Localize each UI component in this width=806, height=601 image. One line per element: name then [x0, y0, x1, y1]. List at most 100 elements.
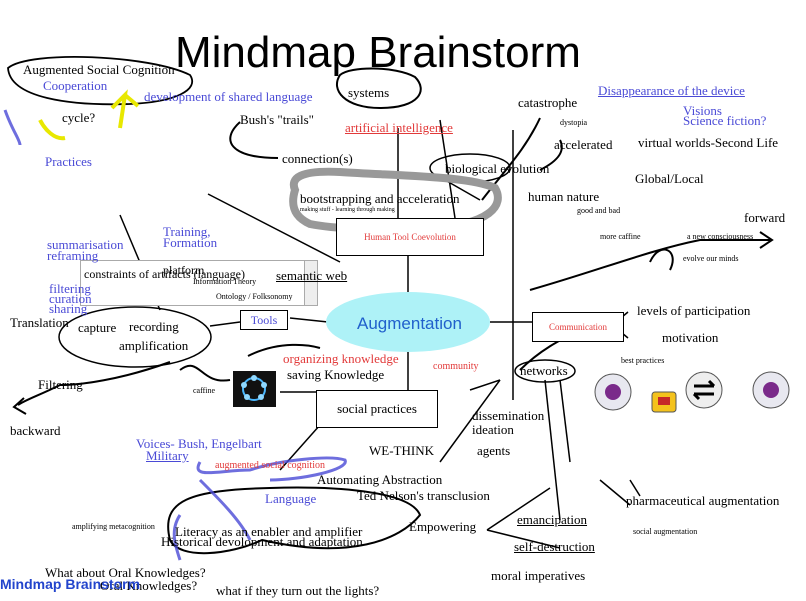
- listbox-item[interactable]: Ontology / Folksonomy: [216, 292, 293, 301]
- dissemination-label: dissemination: [472, 408, 545, 423]
- lights-label: what if they turn out the lights?: [216, 583, 380, 598]
- saving-knowledge-label: saving Knowledge: [287, 367, 385, 382]
- communication-box[interactable]: Communication: [532, 312, 624, 342]
- reframing-label: reframing: [47, 248, 99, 263]
- catastrophe-label: catastrophe: [518, 95, 578, 110]
- ideation-label: ideation: [472, 422, 514, 437]
- listbox-scrollbar[interactable]: [304, 261, 317, 305]
- language-label: Language: [265, 491, 317, 506]
- arrowhead: [759, 231, 774, 249]
- empowering-label: Empowering: [409, 519, 477, 534]
- caffine-label: caffine: [193, 386, 216, 395]
- curve: [649, 248, 674, 271]
- best-practices-label: best practices: [621, 356, 665, 365]
- oral-knowledges-label: What about Oral Knowledges?: [45, 565, 206, 580]
- bootstrap-highlight: [289, 167, 502, 234]
- footer-title: Mindmap Brainstorm: [0, 576, 141, 592]
- ai-label: artificial intelligence: [345, 120, 453, 135]
- cycle-label: cycle?: [62, 110, 96, 125]
- filtering-label: Filtering: [38, 377, 83, 392]
- connector: [629, 479, 641, 497]
- organizing-knowledge-label: organizing knowledge: [283, 351, 399, 366]
- dystopia-label: dystopia: [560, 118, 588, 127]
- ted-nelson-label: Ted Nelson's transclusion: [357, 488, 490, 503]
- making-stuff-label: making stuff - learning through making: [300, 207, 395, 213]
- moral-label: moral imperatives: [491, 568, 586, 583]
- blue-stroke: [198, 478, 252, 541]
- visions-label: Visions: [683, 103, 722, 118]
- connector: [544, 379, 561, 521]
- tools-box[interactable]: Tools: [240, 310, 288, 330]
- community-label: community: [433, 361, 479, 372]
- globe-icon-3: [752, 371, 790, 409]
- blue-stroke: [196, 456, 347, 482]
- voices-label: Voices- Bush, Engelbart: [136, 436, 262, 451]
- shared-language-label: development of shared language: [144, 89, 313, 104]
- listbox-item[interactable]: constraints of artifacts (language): [84, 267, 245, 281]
- curve: [529, 239, 770, 291]
- connector: [439, 119, 456, 219]
- augmentation-bubble: [326, 292, 490, 352]
- augmentation-label[interactable]: Augmentation: [357, 314, 462, 333]
- mailbox-icon: [651, 391, 677, 413]
- social-practices-box[interactable]: social practices: [316, 390, 438, 428]
- connector: [444, 179, 481, 201]
- curation-label: curation: [49, 291, 92, 306]
- human-nature-label: human nature: [528, 189, 600, 204]
- self-destruction-label: self-destruction: [514, 539, 595, 554]
- automating-label: Automating Abstraction: [317, 472, 443, 487]
- sharing-label: sharing: [49, 301, 88, 316]
- connector: [209, 321, 241, 327]
- bush-trails-label: Bush's "trails": [240, 112, 314, 127]
- more-caffine-label: more caffine: [600, 232, 641, 241]
- military-label: Military: [146, 448, 189, 463]
- asc-ellipse: [7, 56, 193, 106]
- blue-stroke: [3, 109, 22, 146]
- augmented-social-cognition-label: Augmented Social Cognition: [23, 62, 175, 77]
- connector: [289, 317, 329, 323]
- curve: [179, 364, 231, 382]
- curve: [481, 117, 541, 201]
- amplifying-label: amplifying metacognition: [72, 522, 155, 531]
- bootstrapping-label: bootstrapping and acceleration: [300, 191, 460, 206]
- curve: [247, 343, 321, 357]
- social-augmentation-label: social augmentation: [633, 527, 698, 536]
- translation-label: Translation: [10, 315, 69, 330]
- systems-label[interactable]: systems: [348, 85, 390, 100]
- connector: [439, 379, 501, 463]
- yellow-stroke: [38, 119, 66, 141]
- global-local-label: Global/Local: [635, 171, 704, 186]
- biological-evolution-label: biological evolution: [445, 161, 550, 176]
- connector: [486, 487, 551, 531]
- connector: [599, 479, 631, 506]
- training-label: Training,: [163, 224, 211, 239]
- listbox-item[interactable]: Information Theory: [193, 277, 257, 286]
- evolve-minds-label: evolve our minds: [683, 254, 739, 263]
- curve: [539, 139, 563, 171]
- page-title: Mindmap Brainstorm: [175, 28, 581, 77]
- blue-stroke: [172, 514, 182, 561]
- globe-icon-1: [594, 373, 632, 411]
- connector: [559, 379, 571, 463]
- new-consciousness-label: a new consciousness: [687, 232, 754, 241]
- historical-label: Historical devolopment and adaptation: [161, 534, 363, 549]
- network-icon: [233, 371, 276, 407]
- connector: [486, 529, 561, 549]
- agents-label: agents: [477, 443, 511, 458]
- artifacts-listbox[interactable]: constraints of artifacts (language) Info…: [80, 260, 318, 306]
- virtual-worlds-label: virtual worlds-Second Life: [638, 135, 779, 150]
- science-fiction-label: Science fiction?: [683, 113, 767, 128]
- good-bad-label: good and bad: [577, 206, 621, 215]
- formation-label: Formation: [163, 235, 218, 250]
- yellow-arrow: [110, 89, 140, 129]
- amplification-label: amplification: [119, 338, 189, 353]
- systems-loop: [335, 67, 422, 110]
- recording-label: recording: [129, 319, 179, 334]
- curve-outline: [167, 486, 422, 555]
- practices-label: Practices: [45, 154, 92, 169]
- augmented-sc-label: augmented social cognition: [215, 460, 325, 471]
- human-tool-coevolution-box[interactable]: Human Tool Coevolution: [336, 218, 484, 256]
- disappearance-label[interactable]: Disappearance of the device: [598, 83, 745, 98]
- pharma-label: pharmaceutical augmentation: [626, 493, 780, 508]
